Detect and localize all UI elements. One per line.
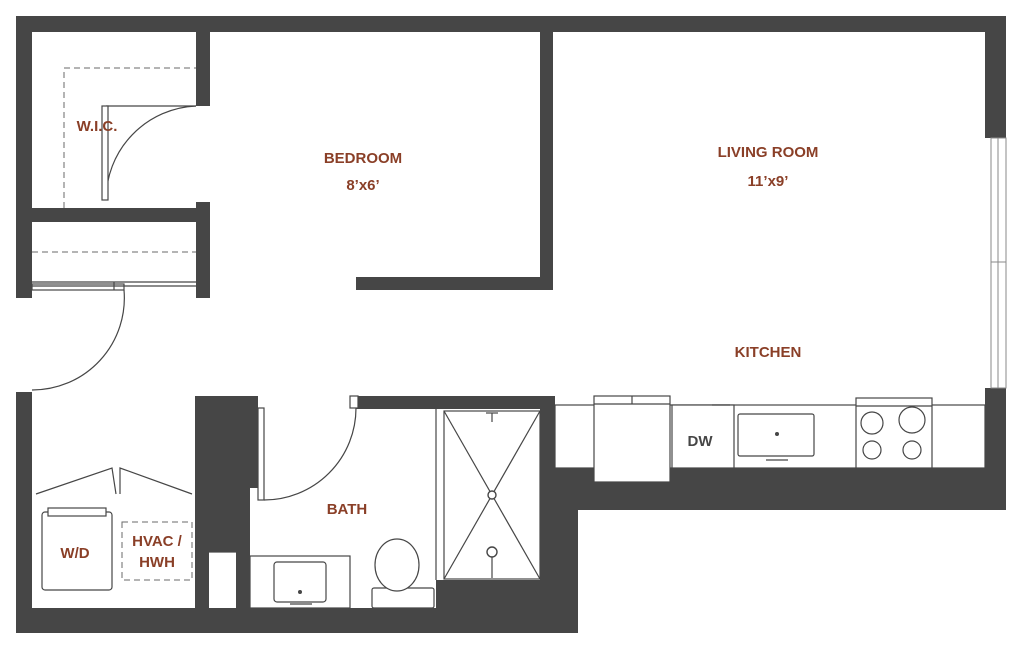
cooktop <box>855 397 933 469</box>
living-room-size: 11’x9’ <box>748 173 789 190</box>
hvac-label-line1: HVAC / <box>132 533 183 550</box>
dishwasher <box>671 404 735 469</box>
toilet <box>371 538 435 609</box>
exterior-walls <box>16 16 1006 633</box>
wic-label: W.I.C. <box>77 118 118 135</box>
interior-walls <box>32 32 578 633</box>
hvac-label-line2: HWH <box>139 554 175 571</box>
bath-label: BATH <box>327 501 368 518</box>
shower <box>435 409 541 580</box>
windows <box>990 137 1007 389</box>
bath-vanity <box>249 555 351 609</box>
wic-closet <box>63 67 196 208</box>
kitchen-sink <box>737 413 815 461</box>
hall-closet <box>32 251 196 290</box>
bedroom-label: BEDROOM <box>324 150 402 167</box>
hvac-unit <box>121 521 193 581</box>
washer-dryer <box>41 507 113 591</box>
washer-dryer-label: W/D <box>60 545 89 562</box>
doors <box>31 105 359 501</box>
bedroom-size: 8’x6’ <box>346 177 379 194</box>
living-room-label: LIVING ROOM <box>718 144 819 161</box>
dishwasher-label: DW <box>688 433 714 450</box>
kitchen-label: KITCHEN <box>735 344 802 361</box>
